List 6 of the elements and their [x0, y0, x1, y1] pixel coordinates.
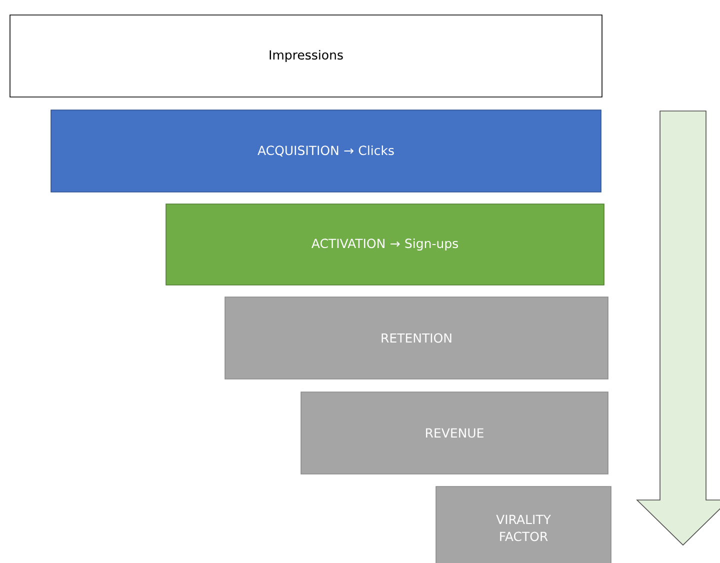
stage-box: ACTIVATION → Sign-ups: [166, 204, 604, 286]
stage-box: ACQUISITION → Clicks: [50, 110, 602, 192]
stage-box: REVENUE: [300, 392, 608, 474]
stage-box: Impressions: [10, 14, 602, 98]
stage-box: VIRALITY FACTOR: [436, 486, 612, 563]
stage-box: RETENTION: [224, 296, 608, 380]
